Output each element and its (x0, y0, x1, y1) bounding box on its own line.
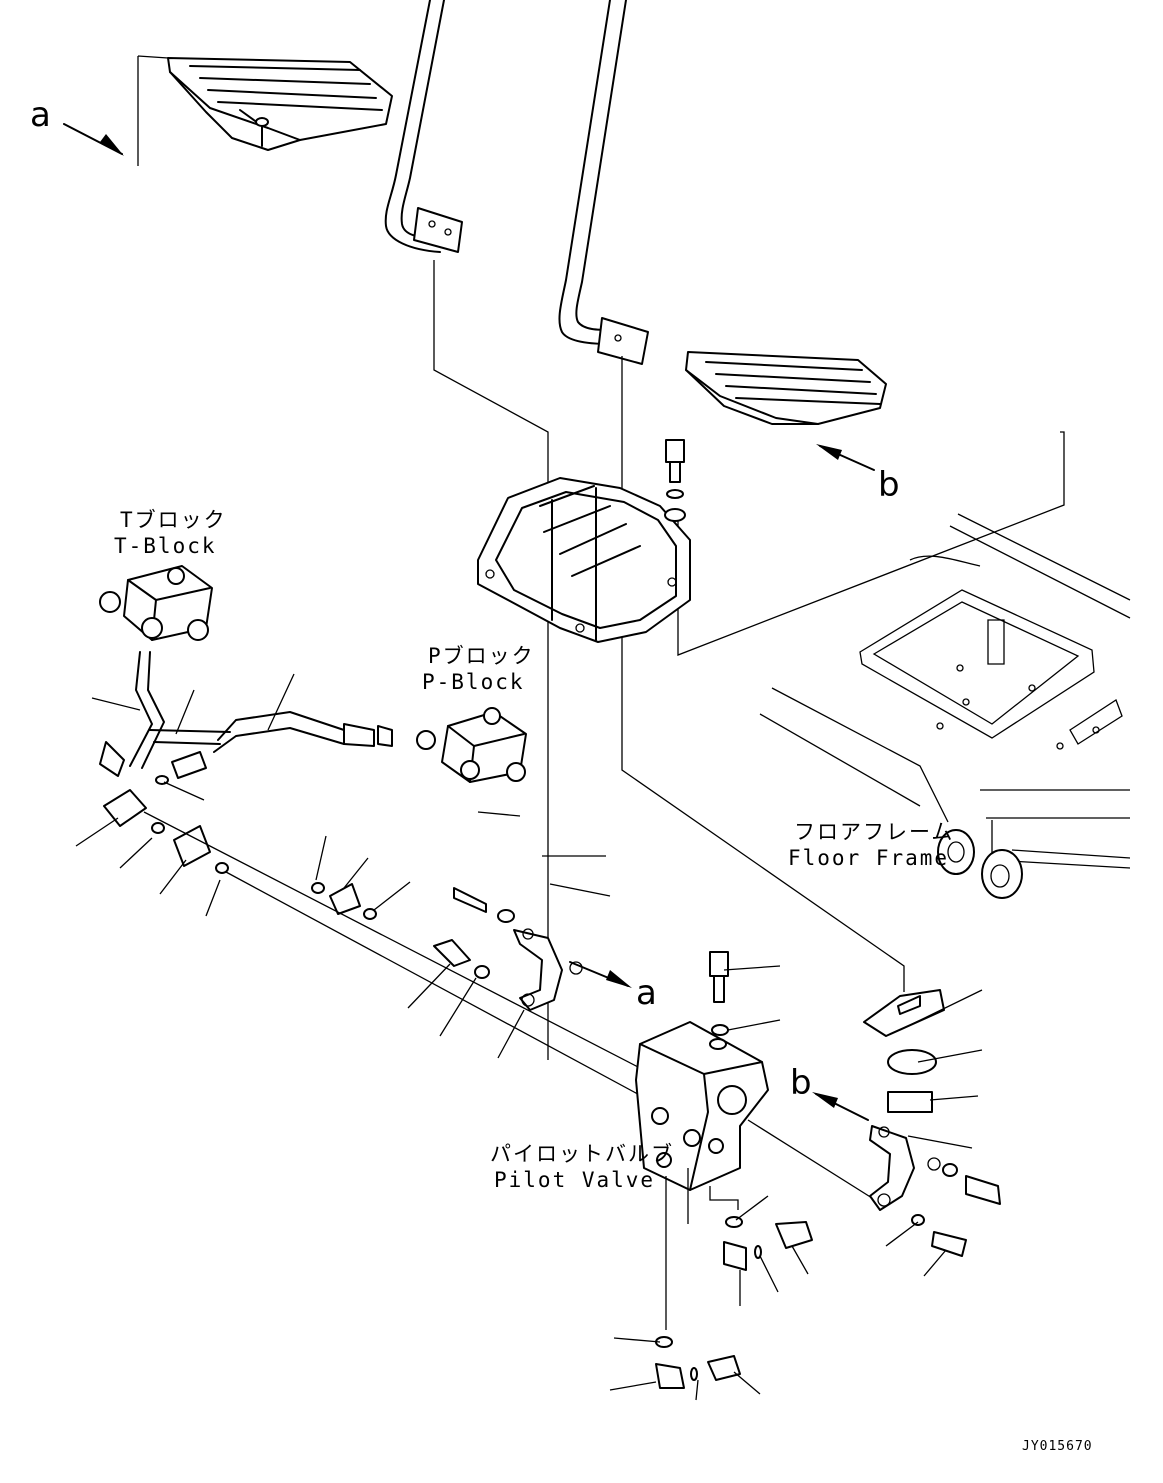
t-block-label-en: T-Block (114, 534, 217, 558)
valve-bolt (709, 951, 729, 1036)
pilot-valve-label-en: Pilot Valve (494, 1168, 656, 1192)
ref-label-b-top: b (878, 465, 900, 505)
bolt-cover (664, 439, 686, 522)
p-block-label-jp: Pブロック (428, 644, 535, 668)
fittings-left (103, 789, 377, 920)
boot-right (863, 989, 945, 1113)
ref-arrow-b-top (816, 444, 875, 471)
ref-arrow-a-top (63, 55, 169, 166)
pedal-cover (477, 477, 691, 643)
lever-right (558, 0, 649, 365)
t-block-label-jp: Tブロック (120, 508, 227, 532)
link-arm-left (433, 887, 583, 1011)
hose-assembly (99, 651, 393, 785)
ref-arrow-a-mid (569, 961, 632, 988)
p-block-label-en: P-Block (422, 670, 525, 694)
drawing-code: JY015670 (1022, 1439, 1093, 1454)
lever-left (384, 0, 463, 253)
ref-label-a-mid: a (636, 973, 657, 1013)
pedal-right (685, 351, 887, 425)
pedal-left (167, 57, 393, 151)
floor-frame-label-en: Floor Frame (788, 846, 950, 870)
ref-arrow-b-mid (812, 1092, 869, 1121)
ref-label-a-top: a (30, 95, 51, 135)
floor-frame-label-jp: フロアフレーム (794, 820, 955, 844)
pilot-valve-label-jp: パイロットバルブ (490, 1142, 674, 1166)
pilot-valve (635, 1021, 769, 1191)
t-block (99, 565, 213, 641)
p-block (416, 707, 527, 783)
callout-lines (75, 673, 983, 1401)
floor-frame (759, 513, 1131, 899)
fittings-bottom (655, 1168, 813, 1389)
guide-line-2 (225, 871, 661, 1107)
link-arm-right (747, 1119, 1001, 1257)
ref-label-b-mid: b (790, 1063, 812, 1103)
guide-line-1 (143, 811, 641, 1069)
